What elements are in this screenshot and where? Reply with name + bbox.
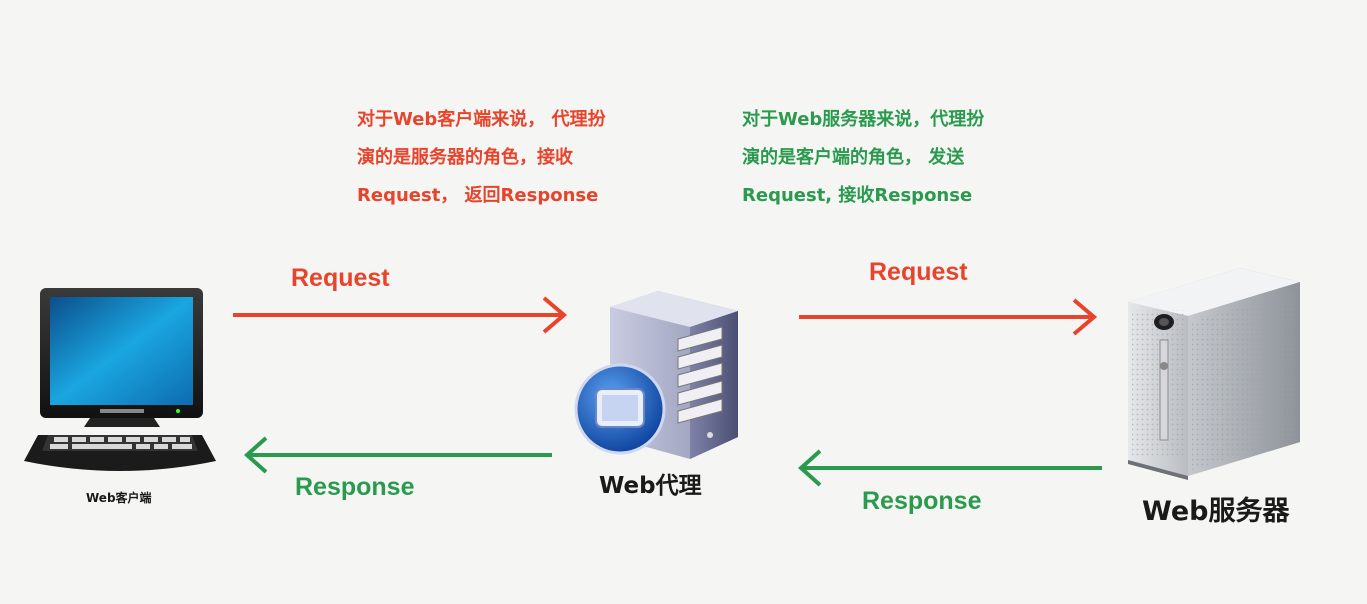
computer-icon <box>24 288 216 471</box>
server-note-line-2: 演的是客户端的角色， 发送 <box>742 147 965 168</box>
left-request-label: Request <box>291 264 390 292</box>
arrow-proxy-to-server <box>799 298 1098 336</box>
server-note-line-1: 对于Web服务器来说，代理扮 <box>742 109 985 130</box>
server-tower-icon <box>1128 268 1300 480</box>
client-side-note: 对于Web客户端来说， 代理扮 演的是服务器的角色，接收 Request， 返回… <box>357 101 657 215</box>
server-label: Web服务器 <box>1142 496 1290 527</box>
client-note-line-3: Request， 返回Response <box>357 185 599 206</box>
proxy-server-icon <box>574 291 738 459</box>
right-response-label: Response <box>862 487 982 515</box>
arrow-client-to-proxy <box>233 296 568 334</box>
left-response-label: Response <box>295 473 415 501</box>
right-request-label: Request <box>869 258 968 286</box>
client-note-line-1: 对于Web客户端来说， 代理扮 <box>357 109 606 130</box>
arrow-server-to-proxy <box>798 449 1102 487</box>
client-label: Web客户端 <box>86 491 152 505</box>
server-note-line-3: Request, 接收Response <box>742 185 973 206</box>
arrow-proxy-to-client <box>244 436 552 474</box>
client-note-line-2: 演的是服务器的角色，接收 <box>357 147 573 168</box>
server-side-note: 对于Web服务器来说，代理扮 演的是客户端的角色， 发送 Request, 接收… <box>742 101 1042 215</box>
proxy-label: Web代理 <box>599 473 702 499</box>
